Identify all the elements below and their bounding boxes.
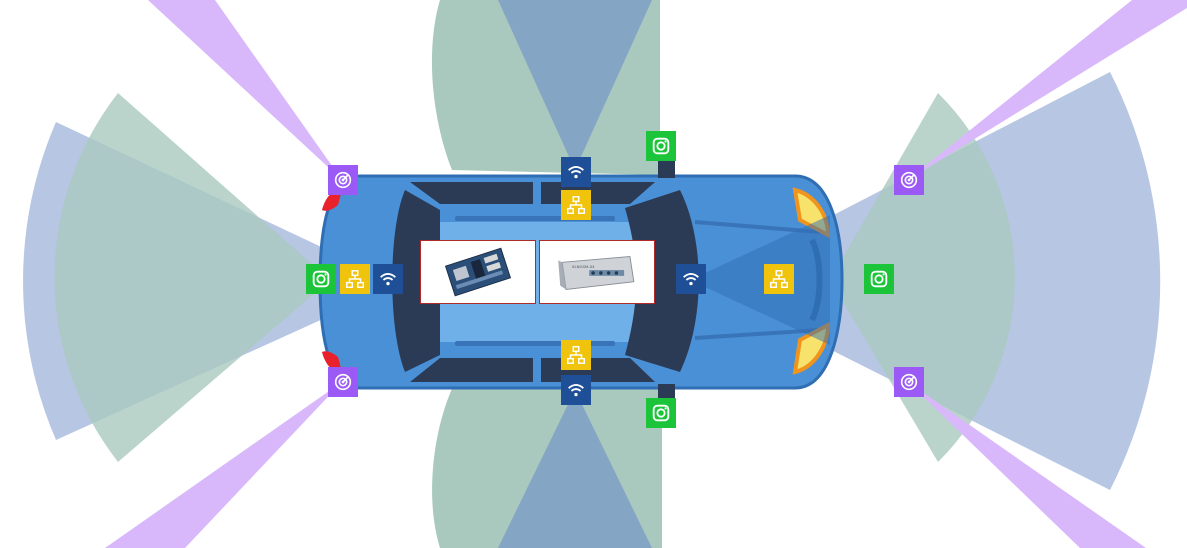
pillar-top bbox=[533, 180, 541, 206]
radar-icon bbox=[334, 373, 352, 391]
radar-beam-top-right bbox=[908, 0, 1187, 180]
radar-icon bbox=[900, 171, 918, 189]
radar-icon-rear-right bbox=[328, 367, 358, 397]
camera-icon-right-mirror bbox=[646, 398, 676, 428]
camera-icon bbox=[652, 404, 670, 422]
pillar-bottom bbox=[533, 356, 541, 382]
side-window-top bbox=[410, 182, 655, 204]
wifi-icon bbox=[568, 166, 584, 179]
front-wireless-beam bbox=[690, 215, 830, 345]
wifi-icon bbox=[683, 273, 699, 286]
radar-beam-bottom-left bbox=[105, 382, 342, 548]
door-line-bottom bbox=[455, 341, 615, 346]
bottom-wireless-beam bbox=[498, 390, 652, 548]
camera-icon bbox=[312, 270, 330, 288]
camera-icon-rear bbox=[306, 264, 336, 294]
ethernet-network-icon bbox=[567, 196, 585, 214]
windshield bbox=[625, 190, 699, 372]
camera-icon bbox=[870, 270, 888, 288]
ethernet-network-icon bbox=[567, 346, 585, 364]
radar-icon-rear-left bbox=[328, 165, 358, 195]
wifi-icon-right bbox=[561, 375, 591, 405]
ethernet-icon-left bbox=[561, 190, 591, 220]
wifi-icon-left bbox=[561, 157, 591, 187]
device-label: XLNGSM-04 bbox=[572, 264, 595, 269]
radar-beam-top-left bbox=[148, 0, 342, 180]
mirror-top bbox=[658, 160, 675, 178]
wifi-icon-front bbox=[676, 264, 706, 294]
wifi-icon-rear bbox=[373, 264, 403, 294]
rear-camera-field bbox=[54, 93, 330, 462]
ethernet-icon-rear bbox=[340, 264, 370, 294]
radar-icon-front-right bbox=[894, 367, 924, 397]
wifi-icon bbox=[568, 384, 584, 397]
gateway-computer-picture: XLNGSM-04 bbox=[539, 240, 655, 304]
wifi-icon bbox=[380, 273, 396, 286]
rear-window bbox=[392, 190, 440, 372]
hood-line-bottom bbox=[694, 328, 821, 340]
radar-icon bbox=[900, 373, 918, 391]
top-wireless-beam bbox=[498, 0, 652, 170]
ethernet-network-icon bbox=[346, 270, 364, 288]
ethernet-icon-right bbox=[561, 340, 591, 370]
radar-beam-bottom-right bbox=[908, 382, 1146, 548]
front-camera-field bbox=[830, 93, 1015, 462]
camera-icon-left-mirror bbox=[646, 131, 676, 161]
ethernet-network-icon bbox=[770, 270, 788, 288]
radar-icon bbox=[334, 171, 352, 189]
ethernet-icon-front bbox=[764, 264, 794, 294]
camera-icon bbox=[652, 137, 670, 155]
mirror-bottom bbox=[658, 384, 675, 400]
door-line-top bbox=[455, 216, 615, 221]
motherboard-picture bbox=[420, 240, 536, 304]
camera-icon-front bbox=[864, 264, 894, 294]
radar-icon-front-left bbox=[894, 165, 924, 195]
side-window-bottom bbox=[410, 358, 655, 382]
